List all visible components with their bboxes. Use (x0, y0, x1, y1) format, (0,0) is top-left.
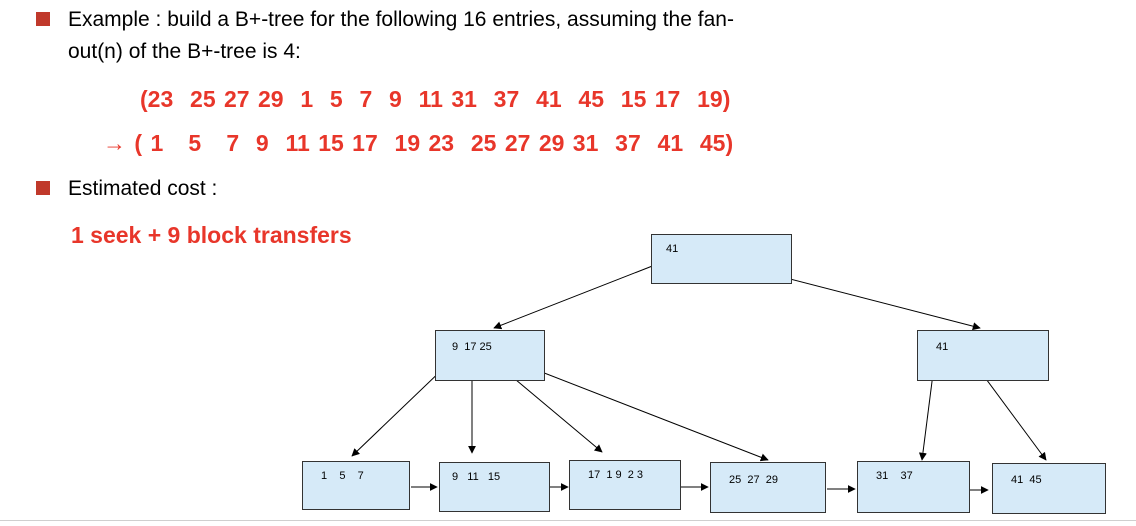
leaf-node-1: 1 5 7 (302, 461, 410, 510)
bullet-text-line-2: out(n) of the B+-tree is 4: (68, 40, 301, 63)
bottom-divider (0, 520, 1136, 521)
internal-node-left: 9 17 25 (435, 330, 545, 381)
leaf-node-5: 31 37 (857, 461, 970, 513)
internal-right-keys: 41 (936, 341, 949, 353)
sorted-sequence: → ( 1 5 7 9 11 15 17 19 23 25 27 29 31 3… (103, 130, 734, 156)
edge-left-leaf4 (515, 361, 769, 462)
cost-value: 1 seek + 9 block transfers (71, 222, 352, 248)
leaf-node-2: 9 11 15 (439, 462, 550, 512)
leaf-keys: 25 27 29 (729, 474, 778, 486)
leaf-keys: 41 45 (1011, 474, 1042, 486)
leaf-node-3: 17 1 9 2 3 (569, 460, 681, 510)
leaf-keys: 1 5 7 (321, 470, 364, 482)
internal-left-keys: 9 17 25 (452, 341, 492, 353)
bullet-marker (36, 12, 50, 26)
leaf-keys: 31 37 (876, 470, 913, 482)
edge-left-leaf1 (351, 363, 449, 457)
leaf-node-4: 25 27 29 (710, 462, 826, 513)
bullet-marker (36, 181, 50, 195)
internal-node-right: 41 (917, 330, 1049, 381)
edge-root-left (493, 262, 661, 330)
leaf-keys: 9 11 15 (452, 471, 501, 483)
bullet-text-line-1: Example : build a B+-tree for the follow… (68, 8, 734, 31)
root-node: 41 (651, 234, 792, 284)
unsorted-sequence: (23 25 27 29 1 5 7 9 11 31 37 41 45 15 1… (140, 86, 731, 112)
leaf-node-6: 41 45 (992, 463, 1106, 514)
leaf-keys: 17 1 9 2 3 (588, 469, 644, 481)
bullet-text-estimated-cost: Estimated cost : (68, 177, 218, 200)
root-key: 41 (666, 243, 679, 255)
